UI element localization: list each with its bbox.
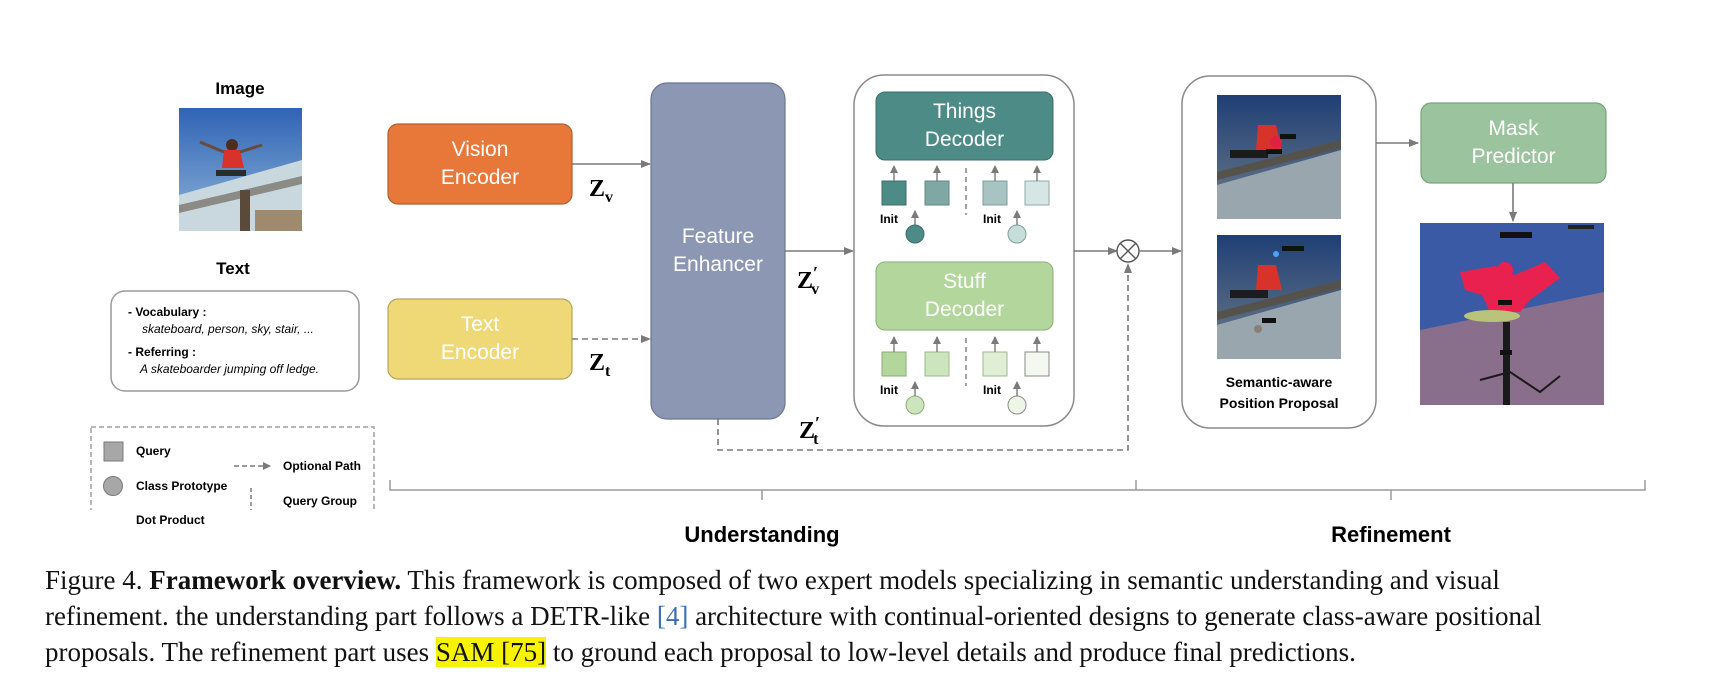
proposal-image-2: [1217, 235, 1341, 359]
query-legend-label: Query: [136, 444, 171, 458]
text-input-content: - Vocabulary : skateboard, person, sky, …: [128, 304, 353, 378]
query-legend-icon: [103, 441, 124, 462]
zt-main: Z: [589, 350, 606, 376]
zv-prime-main: Z: [797, 268, 814, 294]
things-query-group: [881, 165, 1050, 244]
text-input-box: [110, 290, 360, 392]
init-label-stuff-1: Init: [880, 383, 898, 397]
highlighted-sam-citation[interactable]: SAM [75]: [435, 637, 547, 667]
image-label: Image: [215, 79, 265, 98]
zt-symbol: Zt: [589, 350, 610, 381]
refinement-label: Refinement: [1331, 522, 1451, 547]
vocabulary-label: - Vocabulary :: [128, 305, 207, 319]
output-segmentation-image: [1420, 223, 1604, 405]
init-label-things-1: Init: [880, 212, 898, 226]
caption-line-2: refinement. the understanding part follo…: [45, 599, 1542, 633]
zt-prime-symbol: Z′t: [799, 413, 821, 449]
vision-encoder-label: Vision Encoder: [440, 138, 520, 189]
dot-product-icon: [1116, 239, 1140, 263]
mask-predictor-label: Mask Predictor: [1471, 117, 1556, 168]
feature-enhancer-label: Feature Enhancer: [673, 225, 763, 276]
zv-prime-sub: v: [811, 280, 820, 298]
citation-link-4[interactable]: [4]: [656, 601, 689, 631]
semantic-proposal-label: Semantic-aware Position Proposal: [1219, 374, 1339, 411]
referring-label: - Referring :: [128, 345, 197, 359]
understanding-label: Understanding: [684, 522, 840, 547]
stuff-query-group: [881, 336, 1050, 415]
prototype-legend-icon: [103, 476, 123, 496]
dot-product-legend-label: Dot Product: [136, 513, 205, 527]
stuff-decoder-label: Stuff Decoder: [924, 270, 1005, 321]
caption-text-3b: to ground each proposal to low-level det…: [546, 637, 1356, 667]
zv-prime-mark: ′: [813, 263, 819, 283]
stuff-decoder-block: [875, 261, 1054, 331]
caption-line-1: Figure 4. Framework overview. This frame…: [45, 563, 1500, 597]
caption-line-3: proposals. The refinement part uses SAM …: [45, 635, 1356, 669]
init-label-stuff-2: Init: [983, 383, 1001, 397]
text-label: Text: [216, 259, 250, 278]
caption-title: Framework overview.: [149, 565, 402, 595]
caption-text-3a: proposals. The refinement part uses: [45, 637, 436, 667]
input-image: [179, 108, 302, 231]
class-prototype-legend-label: Class Prototype: [136, 479, 228, 493]
legend-box: [90, 426, 375, 510]
zt-prime-mark: ′: [815, 413, 821, 433]
init-label-things-2: Init: [983, 212, 1001, 226]
caption-text-2a: refinement. the understanding part follo…: [45, 601, 657, 631]
zt-prime-sub: t: [813, 430, 819, 448]
vocabulary-text: skateboard, person, sky, stair, ...: [142, 322, 314, 336]
query-group-legend-label: Query Group: [283, 494, 358, 508]
things-decoder-block: [875, 91, 1054, 161]
zv-main: Z: [589, 176, 606, 202]
caption-text-2b: architecture with continual-oriented des…: [688, 601, 1542, 631]
proposal-image-1: [1217, 95, 1341, 219]
text-feature-path: [717, 263, 1132, 451]
optional-path-legend-label: Optional Path: [283, 459, 361, 473]
framework-diagram: [90, 74, 1646, 510]
zv-prime-symbol: Z′v: [797, 263, 819, 299]
caption-text-1: This framework is composed of two expert…: [401, 565, 1500, 595]
text-encoder-label: Text Encoder: [440, 313, 520, 364]
zt-sub: t: [605, 362, 611, 380]
caption-figure-number: Figure 4.: [45, 565, 143, 595]
zv-symbol: Zv: [589, 176, 613, 207]
stage-bracket: [389, 480, 1646, 491]
referring-text: A skateboarder jumping off ledge.: [140, 362, 319, 376]
zv-sub: v: [605, 188, 614, 206]
zt-prime-main: Z: [799, 418, 816, 444]
things-decoder-label: Things Decoder: [924, 100, 1005, 151]
